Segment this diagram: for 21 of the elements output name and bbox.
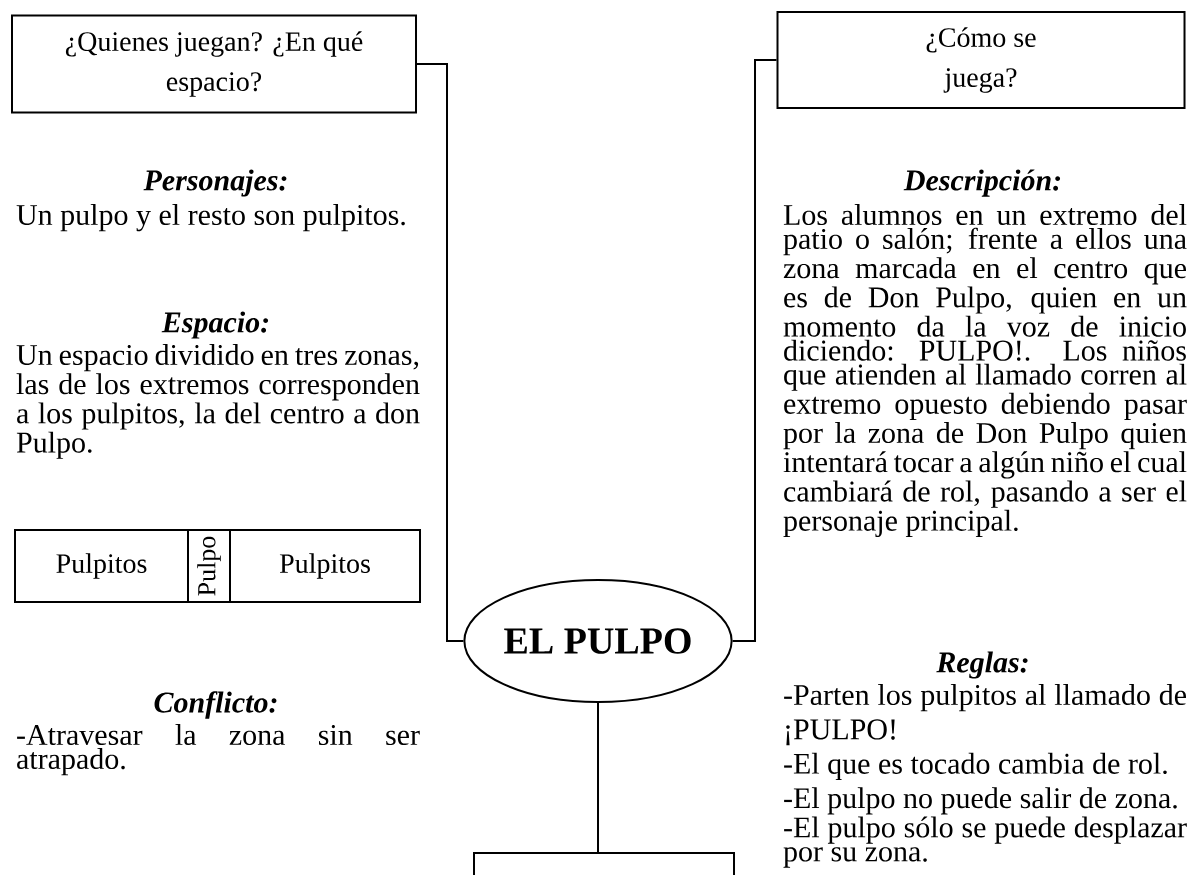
rule-text: -El pulpo no puede salir de zona. (784, 787, 1177, 815)
paragraph-text: Un espacio dividido en tres zonas, las de los extremos corresponden a los pulpitos, la del centro a don Pulpo. (16, 344, 420, 459)
rule-text: -Parten los pulpitos al llamado de ¡PULPO! (784, 684, 1186, 746)
zone-cell: Pulpitos (229, 529, 421, 603)
question-box: ¿Cómo se juega? (776, 11, 1186, 109)
rule-text: -El pulpo sólo se puede desplazar por su zona. (783, 816, 1187, 868)
connector-line (473, 702, 735, 876)
section-heading: Descripción: (903, 169, 1061, 197)
section-heading: Reglas: (936, 651, 1028, 679)
section-heading: Personajes: (143, 169, 287, 197)
connector-line (416, 63, 465, 642)
question-box: ¿Quienes juegan? ¿En qué espacio? (11, 14, 417, 114)
zone-cell: Pulpitos (14, 529, 189, 603)
zone-cell: Pulpo (187, 529, 231, 603)
paragraph-text: Los alumnos en un extremo del patio o salón; frente a ellos una zona marcada en el centro que es de Don Pulpo, quien en un momento da la voz de inicio diciendo: PULPO!. Los niños que atienden al llamado corren al extremo opuesto debiendo pasar por la zona de Don Pulpo quien intentará tocar a algún niño el cual cambiará de rol, pasando a ser el personaje principal. (783, 204, 1187, 537)
section-heading: Conflicto: (154, 691, 277, 719)
paragraph-text: -Atravesar la zona sin ser atrapado. (17, 724, 420, 776)
section-heading: Espacio: (161, 311, 269, 339)
rule-text: -El que es tocado cambia de rol. (784, 752, 1167, 780)
paragraph-text: Un pulpo y el resto son pulpitos. (16, 204, 405, 232)
connector-line (731, 59, 778, 642)
